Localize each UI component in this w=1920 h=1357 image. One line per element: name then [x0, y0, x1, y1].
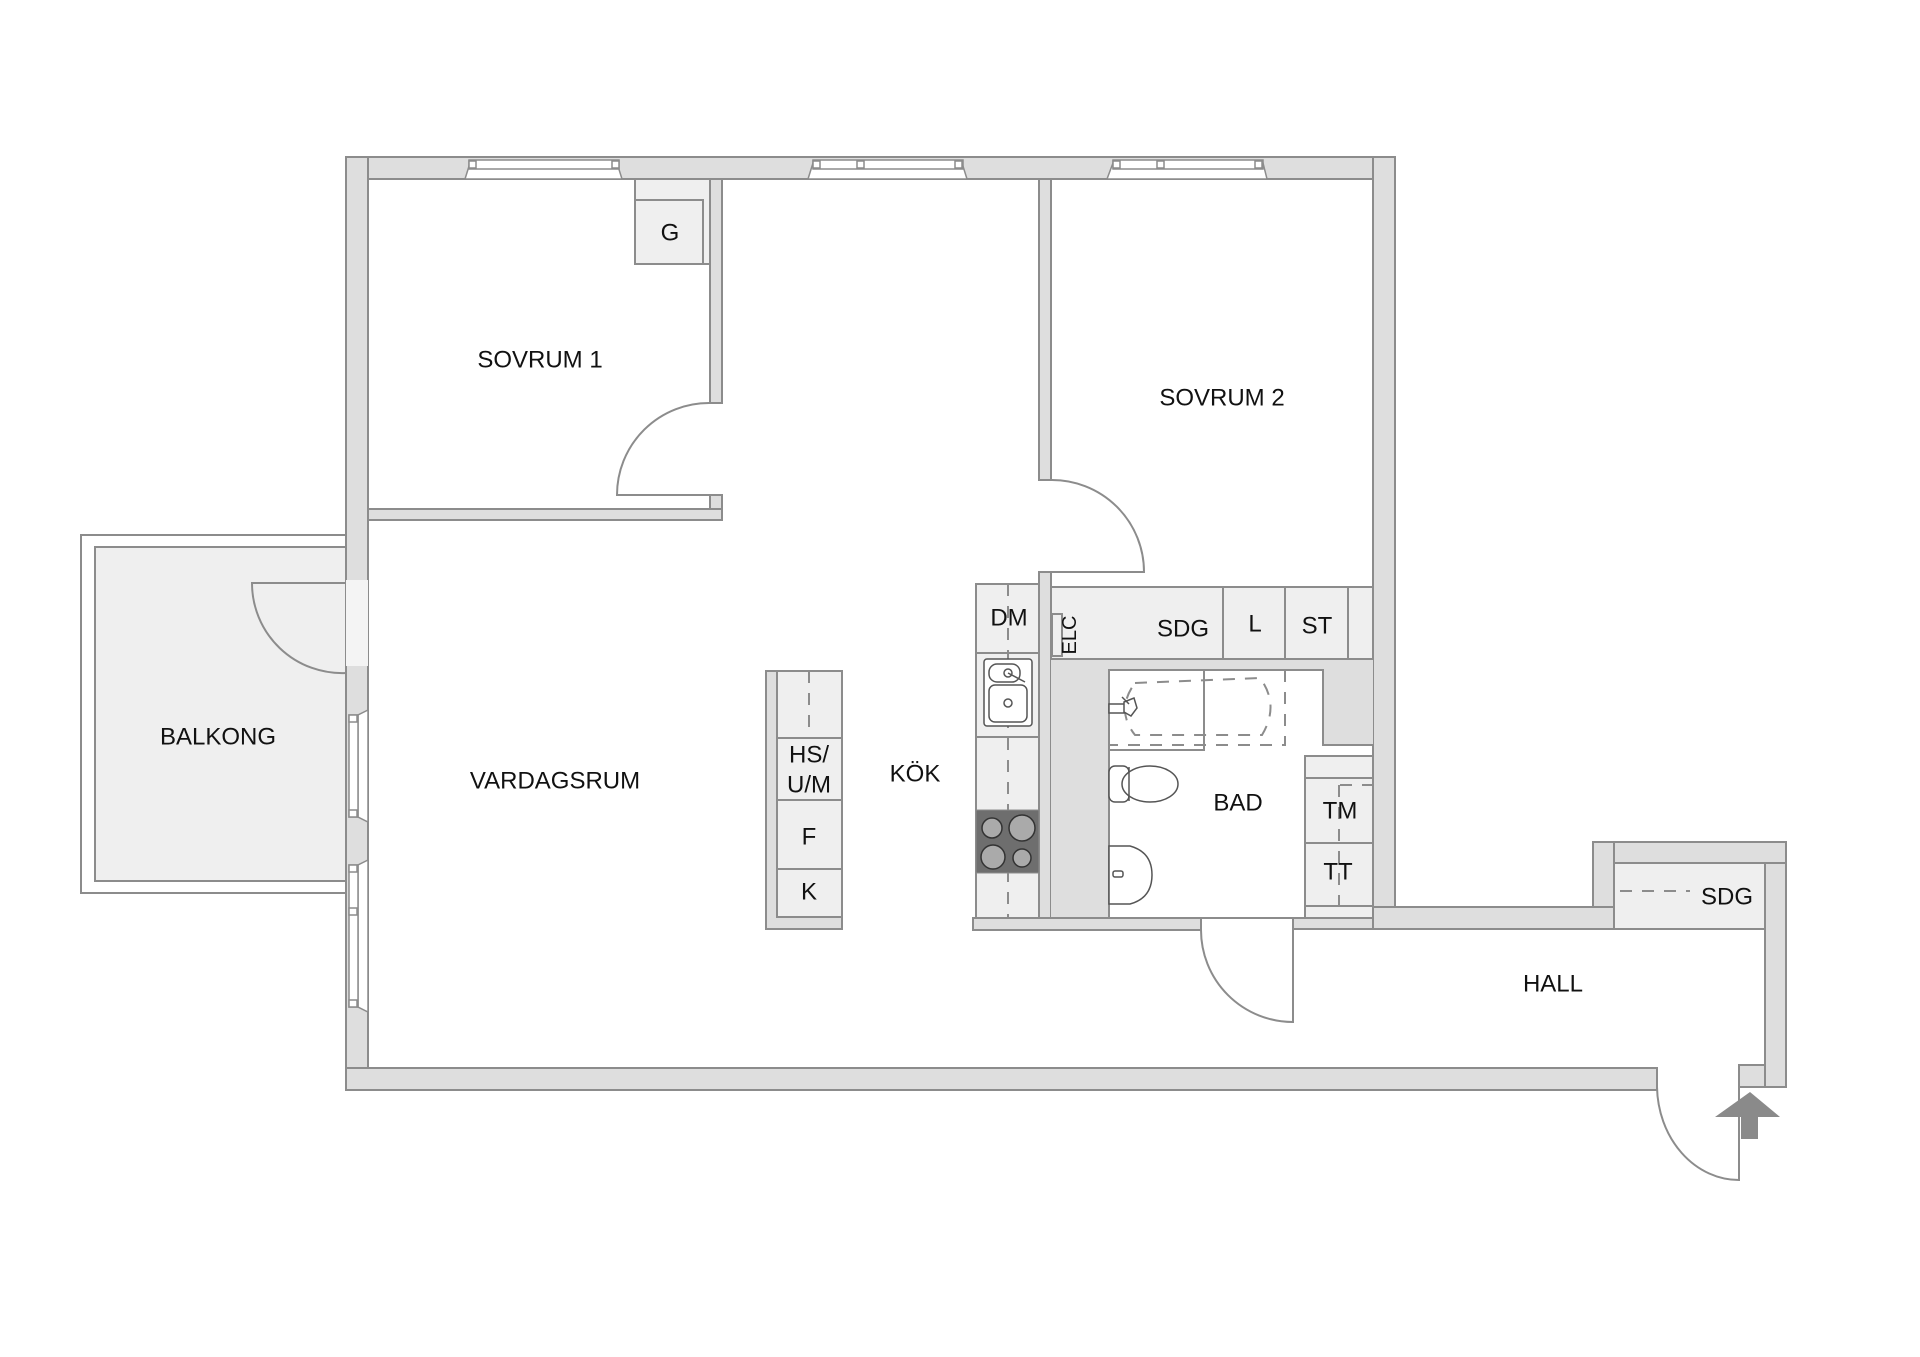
door-entrance[interactable]	[1656, 1086, 1740, 1182]
label-washer-tm: TM	[1323, 798, 1358, 825]
entrance-arrow-icon	[1715, 1092, 1780, 1139]
label-hall-sdg: SDG	[1701, 884, 1753, 911]
label-wardrobe-sdg: SDG	[1157, 616, 1209, 643]
wardrobe-row	[1050, 586, 1374, 660]
door-sovrum2[interactable]	[1050, 478, 1146, 573]
label-linen-l: L	[1248, 611, 1261, 638]
window-living-1	[348, 708, 369, 824]
door-sovrum1[interactable]	[615, 401, 711, 496]
window-living-2	[348, 858, 369, 1014]
label-fridge-f: F	[802, 824, 817, 851]
stove-icon	[975, 809, 1040, 874]
label-kok: KÖK	[890, 761, 941, 788]
interior-walls	[367, 178, 1374, 931]
label-storage-st: ST	[1302, 613, 1333, 640]
kitchen-island	[765, 670, 843, 930]
label-sovrum-2: SOVRUM 2	[1159, 385, 1284, 412]
bathtub-icon	[1108, 669, 1286, 751]
door-balcony[interactable]	[250, 582, 347, 675]
label-bad: BAD	[1213, 790, 1262, 817]
label-closet-g: G	[661, 220, 680, 247]
label-dryer-tt: TT	[1323, 859, 1353, 886]
label-sovrum-1: SOVRUM 1	[477, 347, 602, 374]
balcony-door-opening	[346, 580, 368, 666]
closet-g	[634, 178, 711, 265]
label-hs-line1: HS/	[789, 742, 829, 769]
hall-closet	[1613, 862, 1766, 930]
sink-icon	[983, 658, 1033, 727]
door-bathroom[interactable]	[1200, 929, 1294, 1024]
balcony	[80, 534, 347, 894]
label-hall: HALL	[1523, 971, 1583, 998]
window-kitchen	[806, 159, 969, 180]
toilet-icon	[1108, 765, 1179, 803]
window-sovrum2	[1105, 159, 1268, 180]
label-electrical: ELC	[1059, 616, 1081, 655]
label-hs-line2: U/M	[787, 772, 831, 799]
kitchen-counter	[975, 583, 1040, 919]
label-dishwasher: DM	[990, 605, 1027, 632]
laundry-column	[1304, 755, 1374, 919]
washbasin-icon	[1108, 845, 1153, 905]
window-sovrum1	[463, 159, 624, 180]
label-balkong: BALKONG	[160, 724, 276, 751]
label-vardagsrum: VARDAGSRUM	[470, 768, 640, 795]
label-freezer-k: K	[801, 879, 817, 906]
